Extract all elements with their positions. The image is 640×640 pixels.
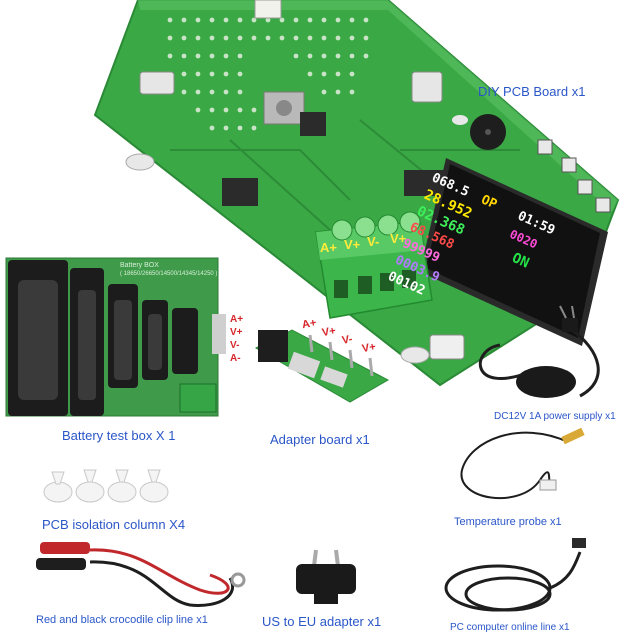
- isolation-columns: [43, 469, 169, 503]
- box-label-v-minus: V-: [230, 340, 240, 351]
- battery-box-title: Battery BOX: [120, 262, 159, 269]
- box-label-a-plus: A+: [230, 314, 244, 325]
- adapter-label-v-plus: V+: [321, 324, 337, 340]
- screen-on-label: ON: [509, 250, 532, 272]
- terminal-label-v-plus: V+: [344, 237, 361, 252]
- perfboard-holes: [167, 17, 369, 131]
- adapter-label-v-plus-2: V+: [361, 340, 377, 356]
- adapter-board: [254, 329, 390, 403]
- caption-battery-box: Battery test box X 1: [62, 428, 176, 443]
- lcd-screen: [420, 158, 608, 346]
- caption-clip-line: Red and black crocodile clip line x1: [36, 614, 208, 626]
- power-supply: [478, 305, 600, 398]
- box-label-a-minus: A-: [230, 353, 241, 364]
- battery-box-models: ( 18650/26650/14500/14345/14250 ): [120, 271, 218, 277]
- terminal-label-v-minus: V-: [367, 234, 380, 249]
- caption-pcb-board: DIY PCB Board x1: [478, 84, 586, 99]
- battery-test-box: [5, 257, 226, 417]
- terminal-block: [315, 211, 433, 319]
- caption-online-line: PC computer online line x1: [450, 622, 570, 633]
- terminal-label-a-plus: A+: [320, 240, 337, 255]
- pcb-board: [93, 0, 620, 387]
- crocodile-clip-line: [36, 542, 246, 607]
- caption-eu-adapter: US to EU adapter x1: [262, 614, 382, 629]
- adapter-label-v-minus: V-: [341, 333, 354, 347]
- caption-power-supply: DC12V 1A power supply x1: [494, 411, 616, 422]
- bottom-connector: [429, 334, 465, 360]
- right-connector: [411, 71, 443, 103]
- ic-chip: [222, 178, 258, 206]
- caption-adapter-board: Adapter board x1: [270, 432, 370, 447]
- mosfet-transistor: [263, 91, 326, 136]
- box-label-v-plus: V+: [230, 327, 243, 338]
- caption-isolation-column: PCB isolation column X4: [42, 517, 186, 532]
- usb-online-line: [444, 551, 582, 612]
- eu-adapter: [296, 549, 356, 604]
- adapter-label-a-plus: A+: [301, 316, 318, 332]
- usb-plug: [572, 538, 586, 548]
- terminal-label-v-plus-2: V+: [390, 231, 407, 246]
- push-buttons: [537, 139, 611, 213]
- caption-temperature-probe: Temperature probe x1: [454, 516, 562, 528]
- ic-chip-2: [404, 170, 444, 196]
- top-connector: [254, 0, 282, 19]
- left-connector: [139, 71, 175, 95]
- temperature-probe: [460, 427, 585, 500]
